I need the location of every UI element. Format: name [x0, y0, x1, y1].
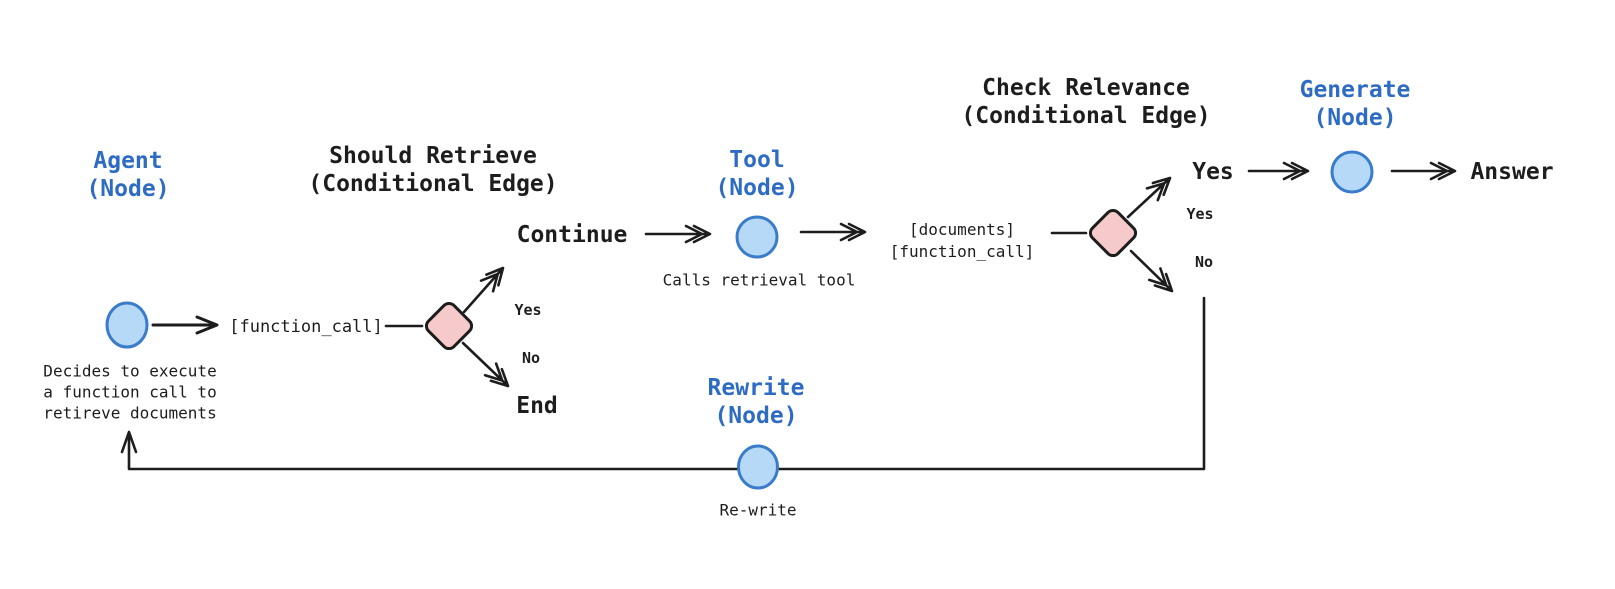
tool-node-title-line1: Tool: [729, 147, 785, 173]
generate-node-title-line1: Generate: [1299, 77, 1411, 103]
tool-node-circle: [735, 215, 779, 259]
rewrite-node-title-line1: Rewrite: [707, 375, 805, 401]
check-relevance-title-line1: Check Relevance: [982, 75, 1190, 101]
check-relevance-diamond: [1088, 208, 1138, 258]
should-retrieve-yes-label: Yes: [514, 301, 542, 319]
agent-node-caption-line1: Decides to execute: [43, 361, 217, 381]
rewrite-node-title-line2: (Node): [714, 403, 798, 429]
tool-node-caption: Calls retrieval tool: [662, 270, 856, 290]
generate-node-title: Generate (Node): [1300, 76, 1411, 132]
tool-node-title-line2: (Node): [715, 175, 799, 201]
check-relevance-yes-target-label: Yes: [1192, 159, 1234, 185]
should-retrieve-yes-arrow: [462, 266, 505, 314]
agent-node-caption-line2: a function call to: [43, 382, 217, 402]
check-relevance-title-line2: (Conditional Edge): [961, 103, 1211, 129]
documents-label-line1: [documents]: [909, 220, 1015, 239]
answer-label: Answer: [1470, 159, 1554, 185]
check-relevance-no-arrow: [1129, 249, 1174, 293]
agent-node-caption: Decides to execute a function call to re…: [43, 361, 216, 424]
end-label: End: [516, 393, 558, 419]
generate-node-circle: [1330, 150, 1374, 194]
rewrite-node-caption: Re-write: [719, 500, 797, 520]
should-retrieve-title-line1: Should Retrieve: [329, 143, 537, 169]
rewrite-node-title: Rewrite (Node): [708, 374, 805, 430]
agent-node-title-line1: Agent: [93, 148, 163, 174]
agent-node-title-line2: (Node): [86, 176, 170, 202]
edge-yes-to-generate: [1247, 161, 1310, 181]
generate-node-title-line2: (Node): [1313, 105, 1397, 131]
rewrite-node-circle: [737, 444, 779, 490]
should-retrieve-no-arrow: [461, 341, 510, 388]
should-retrieve-diamond: [424, 301, 474, 351]
function-call-label: [function_call]: [229, 317, 383, 337]
should-retrieve-title: Should Retrieve (Conditional Edge): [308, 142, 557, 198]
check-relevance-no-label: No: [1194, 253, 1214, 271]
agent-node-circle: [105, 301, 149, 349]
rewrite-loop-arrowhead-icon: [120, 430, 138, 454]
agent-node-title: Agent (Node): [86, 147, 169, 203]
should-retrieve-title-line2: (Conditional Edge): [308, 171, 558, 197]
should-retrieve-no-label: No: [521, 349, 541, 367]
documents-label-line2: [function_call]: [889, 242, 1035, 261]
edge-continue-to-tool: [644, 224, 712, 244]
tool-node-title: Tool (Node): [715, 146, 798, 202]
edge-agent-to-function-call: [151, 315, 219, 335]
edge-generate-to-answer: [1390, 161, 1457, 181]
check-relevance-yes-label: Yes: [1186, 205, 1214, 223]
edge-tool-to-documents: [799, 222, 867, 242]
agent-node-caption-line3: retireve documents: [43, 403, 217, 423]
continue-label: Continue: [516, 222, 628, 248]
documents-function-call-label: [documents] [function_call]: [890, 219, 1035, 263]
check-relevance-yes-arrow: [1126, 176, 1172, 219]
rewrite-loop-edge: [127, 296, 1206, 471]
check-relevance-title: Check Relevance (Conditional Edge): [961, 74, 1210, 130]
